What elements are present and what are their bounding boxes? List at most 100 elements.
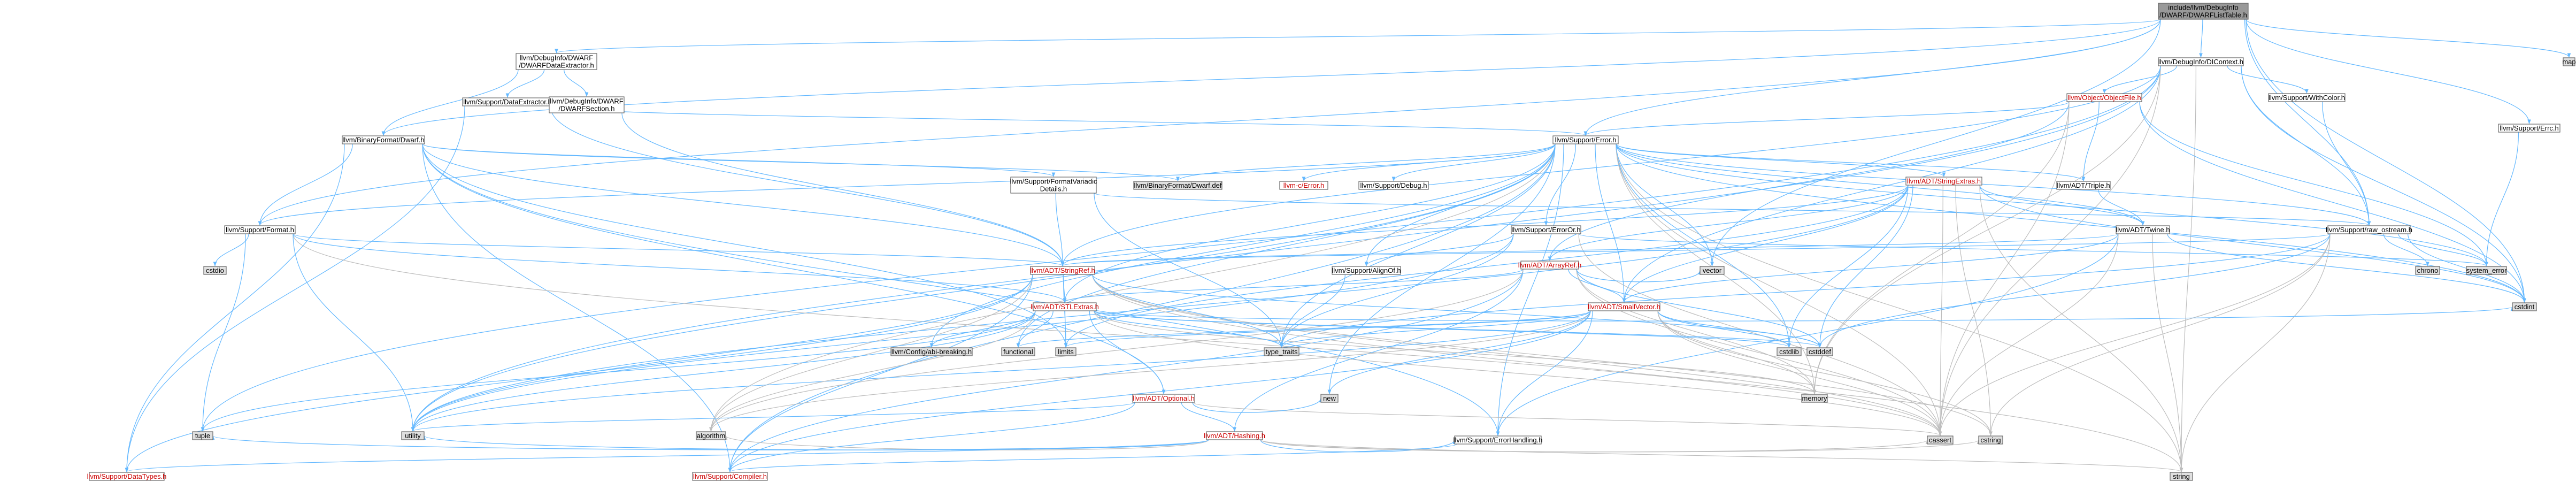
node-box xyxy=(342,135,425,144)
node-stringref[interactable]: llvm/ADT/StringRef.h xyxy=(1030,266,1095,275)
node-label: functional xyxy=(1003,348,1033,356)
node-label: llvm/DebugInfo/DIContext.h xyxy=(2158,58,2243,66)
node-hashing[interactable]: llvm/ADT/Hashing.h xyxy=(1204,431,1265,440)
node-box xyxy=(549,96,625,113)
node-box xyxy=(1133,181,1222,190)
edge-twine-to-stringref xyxy=(1061,233,2119,266)
edge-error-to-rawostream xyxy=(1616,143,2371,226)
node-label: llvm/Support/DataTypes.h xyxy=(87,472,167,480)
edge-optional-to-cassert xyxy=(1192,402,1942,436)
node-label: /DWARFDataExtractor.h xyxy=(519,62,594,70)
node-twine[interactable]: llvm/ADT/Twine.h xyxy=(2116,225,2170,234)
edge-error-to-compiler xyxy=(728,143,1556,472)
node-error[interactable]: llvm/Support/Error.h xyxy=(1552,135,1619,144)
node-errc[interactable]: llvm/Support/Errc.h xyxy=(2498,124,2560,133)
node-box xyxy=(2466,266,2507,275)
node-box xyxy=(1132,394,1195,403)
edge-errorhandling-to-compiler xyxy=(728,443,1457,472)
node-compiler[interactable]: llvm/Support/Compiler.h xyxy=(692,472,768,481)
edge-erroror-to-alignof xyxy=(1364,233,1514,266)
node-box xyxy=(1332,266,1401,275)
edge-rawostream-to-string xyxy=(2179,233,2331,472)
edge-alignof-to-typetraits xyxy=(1280,274,1345,348)
node-label: llvm/ADT/Optional.h xyxy=(1133,394,1195,402)
node-stringextras[interactable]: llvm/ADT/StringExtras.h xyxy=(1905,177,1982,186)
node-label: llvm/Support/ErrorHandling.h xyxy=(1454,436,1543,444)
node-label: llvm/ADT/SmallVector.h xyxy=(1588,303,1660,311)
node-rawostream[interactable]: llvm/Support/raw_ostream.h xyxy=(2326,225,2412,234)
edge-hashing-to-cstring xyxy=(1260,439,1981,453)
node-box xyxy=(2512,302,2537,311)
node-root[interactable]: include/llvm/DebugInfo/DWARF/DWARFListTa… xyxy=(2158,3,2249,20)
edge-hashing-to-utility xyxy=(422,435,1209,450)
node-withcolor[interactable]: llvm/Support/WithColor.h xyxy=(2268,93,2346,102)
node-dicontext[interactable]: llvm/DebugInfo/DIContext.h xyxy=(2158,57,2244,66)
edge-dataextractor-to-stringref xyxy=(550,105,1065,266)
node-errorhandling[interactable]: llvm/Support/ErrorHandling.h xyxy=(1454,435,1543,445)
node-erroror[interactable]: llvm/Support/ErrorOr.h xyxy=(1511,225,1581,234)
edge-twine-to-smallvector xyxy=(1622,233,2119,303)
node-binaryformatdwarf[interactable]: llvm/BinaryFormat/Dwarf.h xyxy=(342,135,425,144)
edge-layer xyxy=(125,19,2571,472)
node-label: llvm/Support/DataExtractor.h xyxy=(463,98,551,106)
edge-errc-to-systemerror xyxy=(2485,132,2519,266)
node-label: cstdint xyxy=(2515,303,2535,311)
node-arrayref[interactable]: llvm/ADT/ArrayRef.h xyxy=(1518,261,1581,270)
node-datatypes[interactable]: llvm/Support/DataTypes.h xyxy=(87,472,167,481)
node-box xyxy=(1801,394,1828,403)
node-chrono: chrono xyxy=(2415,266,2440,275)
node-format[interactable]: llvm/Support/Format.h xyxy=(224,225,296,234)
node-label: llvm-c/Error.h xyxy=(1283,181,1325,189)
edge-optional-to-new xyxy=(1192,397,1323,413)
node-dataextractor[interactable]: llvm/Support/DataExtractor.h xyxy=(462,97,553,106)
node-triple[interactable]: llvm/ADT/Triple.h xyxy=(2056,181,2111,190)
edge-binaryformatdwarf-to-errorhandling xyxy=(422,143,1500,436)
edge-error-to-systemerror xyxy=(1616,143,2488,266)
edge-error-to-vector xyxy=(1616,143,1714,266)
node-debug[interactable]: llvm/Support/Debug.h xyxy=(1358,181,1429,190)
edge-objectfile-to-error xyxy=(1583,101,2070,136)
node-smallvector[interactable]: llvm/ADT/SmallVector.h xyxy=(1588,302,1660,311)
edge-smallvector-to-cstring xyxy=(1657,310,1993,436)
edge-stringextras-to-cstddef xyxy=(1818,185,1913,348)
node-box xyxy=(401,431,425,440)
node-label: Details.h xyxy=(1040,185,1067,193)
edge-stringref-to-compiler xyxy=(728,274,1033,472)
edge-error-to-errorhandling xyxy=(1496,143,1564,436)
node-box xyxy=(1520,261,1579,270)
node-objectfile[interactable]: llvm/Object/ObjectFile.h xyxy=(2066,93,2142,102)
edge-formatvariadicdetails-to-typetraits xyxy=(1094,193,1283,348)
node-stlextras[interactable]: llvm/ADT/STLExtras.h xyxy=(1031,302,1099,311)
edge-formatvariadicdetails-to-stringref xyxy=(1055,193,1065,266)
node-cstdint: cstdint xyxy=(2512,302,2537,311)
edge-smallvector-to-compiler xyxy=(728,310,1591,472)
edge-smallvector-to-algorithm xyxy=(709,310,1591,432)
edge-error-to-triple xyxy=(1616,143,2086,181)
node-cstdio: cstdio xyxy=(203,266,227,275)
node-alignof[interactable]: llvm/Support/AlignOf.h xyxy=(1332,266,1401,275)
edge-objectfile-to-triple xyxy=(2081,101,2100,181)
node-label: llvm/BinaryFormat/Dwarf.def xyxy=(1134,181,1222,189)
node-box xyxy=(203,266,227,275)
node-box xyxy=(192,431,213,440)
edge-stringref-to-algorithm xyxy=(709,274,1033,432)
edge-arrayref-to-algorithm xyxy=(709,269,1524,432)
node-box xyxy=(1055,347,1076,356)
edge-stlextras-to-cstdint xyxy=(1094,306,2514,322)
edge-hashing-to-tuple xyxy=(211,435,1209,450)
node-box xyxy=(1264,347,1299,356)
node-dwarfsection[interactable]: llvm/DebugInfo/DWARF/DWARFSection.h xyxy=(549,96,625,113)
edge-error-to-cstdint xyxy=(1616,143,2526,303)
node-label: cstring xyxy=(1980,436,2001,444)
node-optional[interactable]: llvm/ADT/Optional.h xyxy=(1132,394,1195,403)
node-dwarfdataextractor[interactable]: llvm/DebugInfo/DWARF/DWARFDataExtractor.… xyxy=(516,53,597,70)
edge-stlextras-to-tuple xyxy=(201,310,1036,432)
node-cstdlib: cstdlib xyxy=(1777,347,1802,356)
node-box xyxy=(2563,57,2575,66)
node-configbreaking: llvm/Config/abi-breaking.h xyxy=(890,347,973,356)
node-cerror[interactable]: llvm-c/Error.h xyxy=(1279,181,1328,190)
edge-optional-to-utility xyxy=(411,402,1135,432)
edge-dwarfdataextractor-to-binaryformatdwarf xyxy=(381,69,519,136)
node-box xyxy=(1552,135,1619,144)
